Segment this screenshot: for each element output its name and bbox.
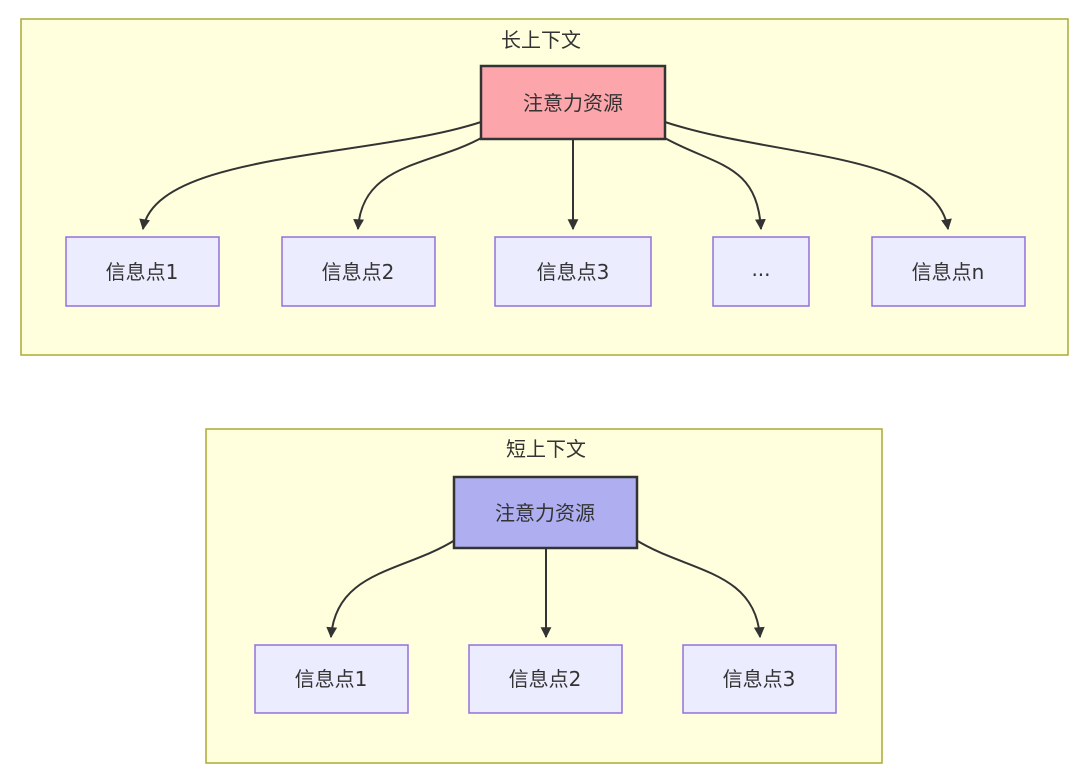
node-short-point3-label: 信息点3 <box>723 667 796 691</box>
node-short-point2-label: 信息点2 <box>509 667 582 691</box>
node-long-attention-resource-box <box>479 64 667 141</box>
node-long-point1: 信息点1 <box>65 236 220 307</box>
node-long-point1-label: 信息点1 <box>106 260 179 284</box>
node-short-point2-box <box>468 644 623 714</box>
node-short-point2: 信息点2 <box>468 644 623 714</box>
cluster-long-context: 长上下文 注意力资源 信息点1 信息点2 信息点 <box>20 18 1069 356</box>
edge-long-to-ellipsis <box>662 136 766 231</box>
node-long-ellipsis: ... <box>712 236 810 307</box>
node-long-point1-box <box>65 236 220 307</box>
node-short-attention-resource-box <box>452 475 639 550</box>
node-short-point3: 信息点3 <box>682 644 837 714</box>
node-long-ellipsis-box <box>712 236 810 307</box>
node-short-point1-box <box>254 644 409 714</box>
node-short-attention-resource-label: 注意力资源 <box>495 501 595 525</box>
edge-long-to-point2 <box>353 136 484 231</box>
node-long-point3-label: 信息点3 <box>537 260 610 284</box>
node-long-pointn-box <box>871 236 1026 307</box>
node-short-point1-label: 信息点1 <box>295 667 368 691</box>
node-short-point3-box <box>682 644 837 714</box>
node-short-point1: 信息点1 <box>254 644 409 714</box>
node-long-attention-resource-label: 注意力资源 <box>523 91 623 115</box>
node-long-attention-resource: 注意力资源 <box>479 64 667 141</box>
node-long-point3: 信息点3 <box>494 236 652 307</box>
cluster-short-title: 短上下文 <box>506 437 586 461</box>
node-short-attention-resource: 注意力资源 <box>452 475 639 550</box>
node-long-point2-label: 信息点2 <box>322 260 395 284</box>
node-long-point3-box <box>494 236 652 307</box>
node-long-ellipsis-label: ... <box>751 257 770 281</box>
node-long-point2: 信息点2 <box>281 236 436 307</box>
node-long-point2-box <box>281 236 436 307</box>
node-long-pointn-label: 信息点n <box>912 260 985 284</box>
edge-short-to-point3 <box>635 539 765 639</box>
cluster-long-title: 长上下文 <box>501 28 581 52</box>
node-long-pointn: 信息点n <box>871 236 1026 307</box>
edge-long-to-point1 <box>139 121 482 231</box>
cluster-short-context: 短上下文 注意力资源 信息点1 信息点2 信息点3 <box>205 428 883 764</box>
edge-short-to-point1 <box>326 539 456 639</box>
edge-long-to-pointn <box>664 121 952 231</box>
